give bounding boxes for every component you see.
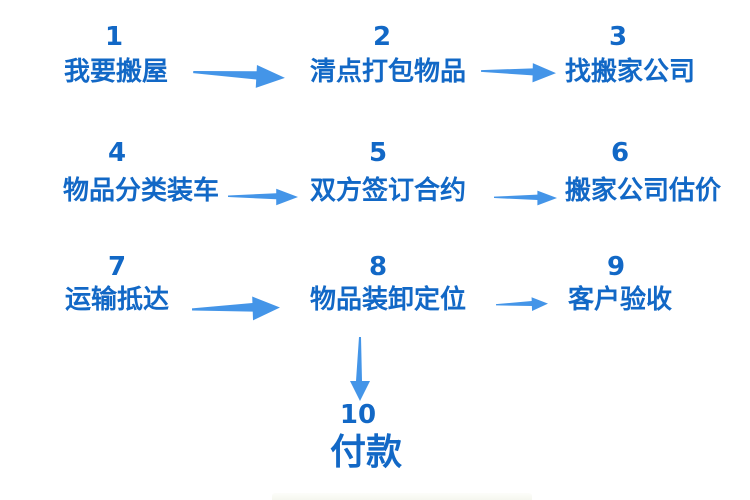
arrow-4-to-5-icon [228, 188, 298, 206]
step-8-number: 8 [368, 252, 388, 282]
step-1-number: 1 [104, 22, 124, 52]
step-2-label: 清点打包物品 [310, 57, 467, 87]
step-7-label: 运输抵达 [65, 285, 170, 315]
step-6-number: 6 [610, 138, 630, 168]
step-4-label: 物品分类装车 [63, 176, 220, 206]
step-9-number: 9 [606, 252, 626, 282]
step-8-label: 物品装卸定位 [310, 285, 467, 315]
arrow-8-to-9-icon [495, 296, 548, 313]
step-3-label: 找搬家公司 [565, 57, 696, 87]
step-3-number: 3 [608, 22, 628, 52]
arrow-2-to-3-icon [481, 61, 556, 83]
arrow-5-to-6-icon [494, 190, 557, 206]
arrow-7-to-8-icon [191, 294, 281, 323]
step-2-number: 2 [372, 22, 392, 52]
step-5-label: 双方签订合约 [310, 176, 467, 206]
bottom-cutoff-artifact [272, 493, 532, 500]
step-7-number: 7 [107, 252, 127, 282]
step-10-number: 10 [339, 400, 377, 430]
step-6-label: 搬家公司估价 [565, 176, 722, 206]
step-5-number: 5 [368, 138, 388, 168]
step-4-number: 4 [107, 138, 127, 168]
step-9-label: 客户验收 [568, 285, 673, 315]
arrow-1-to-2-icon [192, 61, 285, 91]
step-1-label: 我要搬屋 [64, 57, 169, 87]
step-10-label: 付款 [329, 432, 403, 473]
arrow-8-to-10-down-icon [349, 337, 371, 401]
